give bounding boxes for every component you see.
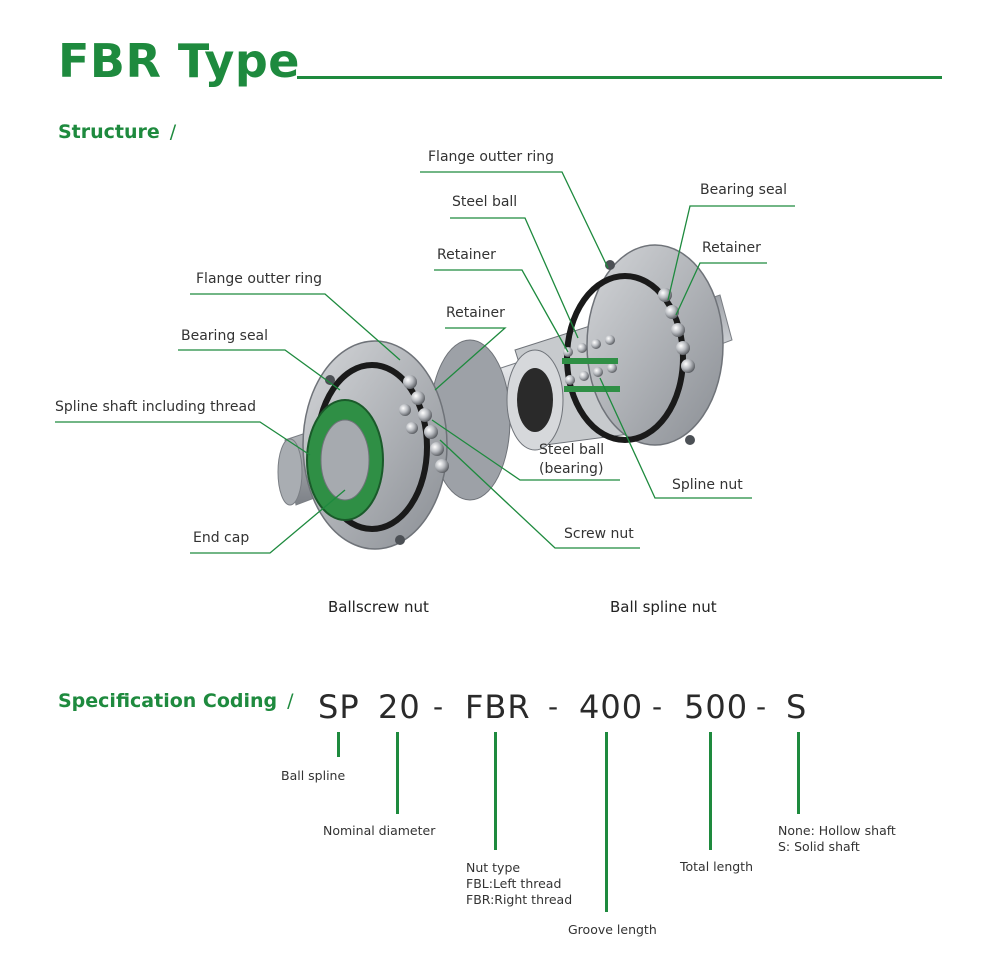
indicator-groove	[605, 732, 608, 912]
leader-lines	[55, 171, 795, 554]
callout-end-cap: End cap	[193, 530, 250, 546]
ball-spline-nut-assembly	[506, 244, 724, 451]
desc-line: FBL:Left thread	[466, 876, 562, 891]
desc-total: Total length	[680, 859, 753, 875]
desc-sp: Ball spline	[281, 768, 345, 784]
desc-line: FBR:Right thread	[466, 892, 573, 907]
desc-line: Ball spline	[281, 768, 346, 783]
desc-nut-type: Nut type FBL:Left thread FBR:Right threa…	[466, 860, 572, 908]
desc-groove: Groove length	[568, 922, 657, 938]
code-part-total: 500	[684, 688, 749, 726]
indicator-diameter	[396, 732, 399, 814]
code-part-diameter: 20	[378, 688, 421, 726]
spec-heading-text: Specification Coding	[58, 690, 278, 712]
code-separator: -	[756, 690, 767, 723]
callout-spline-shaft-thread: Spline shaft including thread	[55, 399, 256, 415]
structure-diagram	[55, 171, 795, 554]
code-separator: -	[652, 690, 663, 723]
callout-retainer-right: Retainer	[702, 240, 761, 256]
callout-steel-ball-bearing-line1: Steel ball	[539, 442, 605, 458]
desc-line: Nut type	[466, 860, 521, 875]
indicator-total	[709, 732, 712, 850]
title-rule	[297, 76, 942, 79]
desc-line: Nominal diameter	[323, 823, 436, 838]
callout-bearing-seal-right: Bearing seal	[700, 182, 788, 198]
desc-line: Groove length	[568, 922, 657, 937]
code-part-sp: SP	[318, 688, 360, 726]
callout-screw-nut: Screw nut	[564, 526, 634, 542]
code-separator: -	[433, 690, 444, 723]
desc-line: S: Solid shaft	[778, 839, 860, 854]
callout-flange-outer-ring-left: Flange outter ring	[196, 271, 322, 287]
code-part-shaft: S	[786, 688, 808, 726]
desc-diameter: Nominal diameter	[323, 823, 435, 839]
indicator-sp	[337, 732, 340, 757]
spec-heading-slash: /	[287, 690, 294, 712]
indicator-shaft	[797, 732, 800, 814]
callout-retainer-left: Retainer	[446, 305, 505, 321]
callout-bearing-seal-left: Bearing seal	[181, 328, 269, 344]
callout-steel-ball-bearing-line2: (bearing)	[539, 461, 604, 477]
caption-ballscrew-nut: Ballscrew nut	[328, 598, 429, 616]
caption-ball-spline-nut: Ball spline nut	[610, 598, 717, 616]
desc-line: Total length	[680, 859, 754, 874]
code-part-nut-type: FBR	[465, 688, 531, 726]
callout-steel-ball-top: Steel ball	[452, 194, 518, 210]
structure-heading-text: Structure	[58, 121, 160, 143]
page-title: FBR Type	[58, 34, 300, 88]
code-separator: -	[548, 690, 559, 723]
code-part-groove: 400	[579, 688, 644, 726]
indicator-nut-type	[494, 732, 497, 850]
callout-flange-outer-ring-right: Flange outter ring	[428, 149, 554, 165]
desc-shaft: None: Hollow shaft S: Solid shaft	[778, 823, 896, 855]
spec-heading: Specification Coding /	[58, 690, 294, 712]
callout-spline-nut: Spline nut	[672, 477, 743, 493]
structure-heading-slash: /	[169, 121, 177, 143]
ballscrew-nut-assembly	[302, 339, 511, 550]
structure-heading: Structure /	[58, 121, 176, 143]
desc-line: None: Hollow shaft	[778, 823, 896, 838]
callout-retainer-middle: Retainer	[437, 247, 496, 263]
